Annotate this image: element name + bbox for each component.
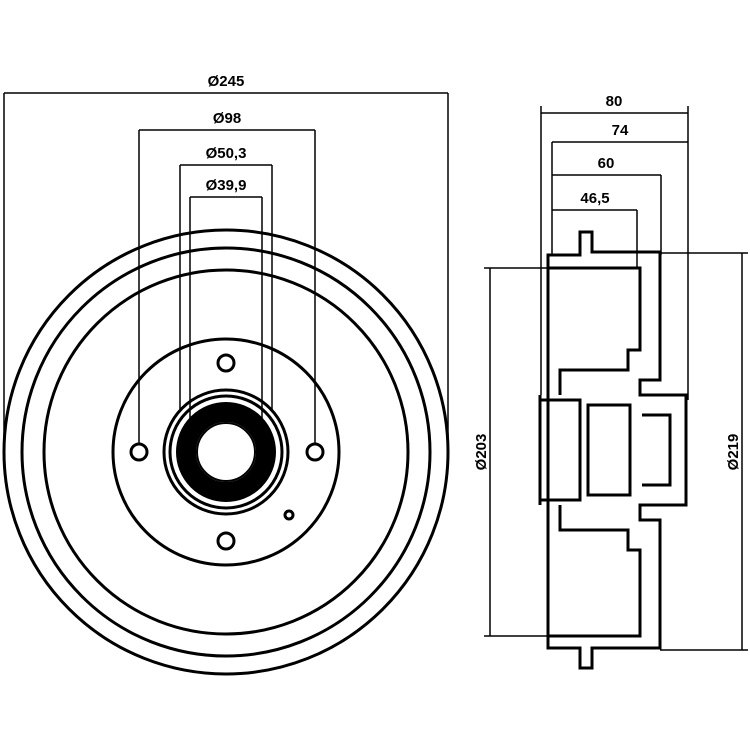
bolt-hole	[216, 531, 236, 551]
drum-inner-outline	[548, 266, 642, 638]
bearing-ring	[176, 402, 276, 502]
bore	[196, 422, 256, 482]
front-dimensions: Ø245 Ø98 Ø50,3 Ø39,9	[3, 73, 449, 452]
dim-height-60: 60	[598, 155, 615, 172]
bolt-hole	[129, 442, 149, 462]
bolt-hole	[216, 353, 236, 373]
bolt-hole	[305, 442, 325, 462]
dim-total-height: 80	[606, 93, 623, 110]
hub-flange-circle	[111, 337, 341, 567]
screw-hole	[283, 509, 295, 521]
dim-centering-diameter: Ø50,3	[206, 145, 247, 162]
front-view	[2, 228, 450, 676]
hub-section	[538, 395, 672, 505]
hub-ring	[168, 394, 284, 510]
side-dimensions: 80 74 60 46,5 Ø203 Ø219	[473, 93, 748, 651]
dim-outer-diameter: Ø245	[208, 73, 245, 90]
dim-height-74: 74	[612, 122, 629, 139]
dim-bore-diameter: Ø39,9	[206, 177, 247, 194]
drum-inner-circle	[42, 268, 410, 636]
drum-rim-circle	[20, 246, 432, 658]
hub-outer-ring	[162, 388, 290, 516]
dim-outer-drum-diameter: Ø219	[725, 434, 742, 471]
dim-bolt-circle: Ø98	[213, 110, 241, 127]
side-view	[538, 230, 688, 670]
dim-inner-drum-diameter: Ø203	[473, 434, 490, 471]
dim-height-46-5: 46,5	[580, 190, 609, 207]
drum-section-outline	[546, 230, 688, 670]
